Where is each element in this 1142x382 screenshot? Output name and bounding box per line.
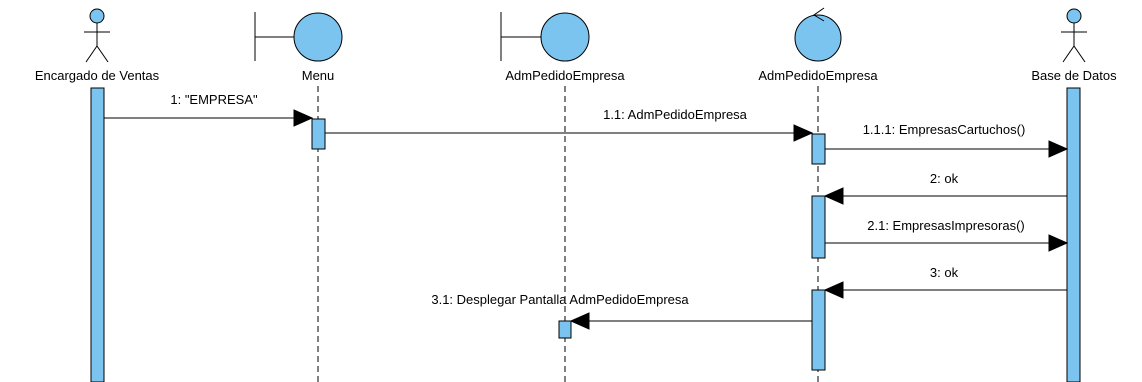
participant-menu[interactable]: Menu — [254, 12, 343, 83]
participant-label: AdmPedidoEmpresa — [505, 68, 625, 83]
message-label: 2.1: EmpresasImpresoras() — [867, 218, 1025, 233]
participant-base-de-datos[interactable]: Base de Datos — [1031, 8, 1117, 83]
message-label: 3: ok — [930, 265, 959, 280]
message-3-1[interactable]: 3.1: Desplegar Pantalla AdmPedidoEmpresa — [431, 292, 812, 330]
message-2-1[interactable]: 2.1: EmpresasImpresoras() — [825, 218, 1069, 252]
participant-admpedidoempresa-boundary[interactable]: AdmPedidoEmpresa — [500, 12, 625, 83]
arrowhead-icon — [793, 124, 814, 142]
message-label: 2: ok — [930, 171, 959, 186]
message-label: 3.1: Desplegar Pantalla AdmPedidoEmpresa — [431, 292, 689, 307]
arrowhead-icon — [1048, 140, 1069, 158]
boundary-icon — [500, 12, 590, 62]
arrowhead-icon — [823, 187, 844, 205]
participant-label: AdmPedidoEmpresa — [758, 68, 878, 83]
activation-bar[interactable] — [811, 289, 826, 371]
arrowhead-icon — [1048, 234, 1069, 252]
message-1[interactable]: 1: "EMPRESA" — [104, 92, 314, 127]
message-3[interactable]: 3: ok — [823, 265, 1067, 299]
arrowhead-icon — [293, 109, 314, 127]
participant-encargado-de-ventas[interactable]: Encargado de Ventas — [35, 8, 160, 83]
activation-bar[interactable] — [90, 87, 105, 382]
participant-label: Menu — [302, 68, 335, 83]
message-label: 1.1: AdmPedidoEmpresa — [603, 107, 748, 122]
activation-bar[interactable] — [558, 320, 572, 339]
message-2[interactable]: 2: ok — [823, 171, 1067, 205]
participant-label: Base de Datos — [1031, 68, 1117, 83]
boundary-icon — [254, 12, 343, 62]
message-1-1-1[interactable]: 1.1.1: EmpresasCartuchos() — [825, 122, 1069, 158]
control-icon — [794, 7, 842, 62]
activation-bar[interactable] — [311, 118, 326, 150]
actor-figure-icon — [1061, 8, 1087, 63]
message-label: 1: "EMPRESA" — [170, 92, 258, 107]
actor-figure-icon — [84, 8, 110, 63]
message-label: 1.1.1: EmpresasCartuchos() — [863, 122, 1026, 137]
activation-bar[interactable] — [1066, 87, 1081, 382]
message-1-1[interactable]: 1.1: AdmPedidoEmpresa — [325, 107, 814, 142]
activation-bar[interactable] — [811, 133, 826, 165]
participant-admpedidoempresa-control[interactable]: AdmPedidoEmpresa — [758, 7, 878, 83]
participant-label: Encargado de Ventas — [35, 68, 160, 83]
arrowhead-icon — [569, 312, 590, 330]
activation-bar[interactable] — [811, 195, 826, 259]
arrowhead-icon — [823, 281, 844, 299]
